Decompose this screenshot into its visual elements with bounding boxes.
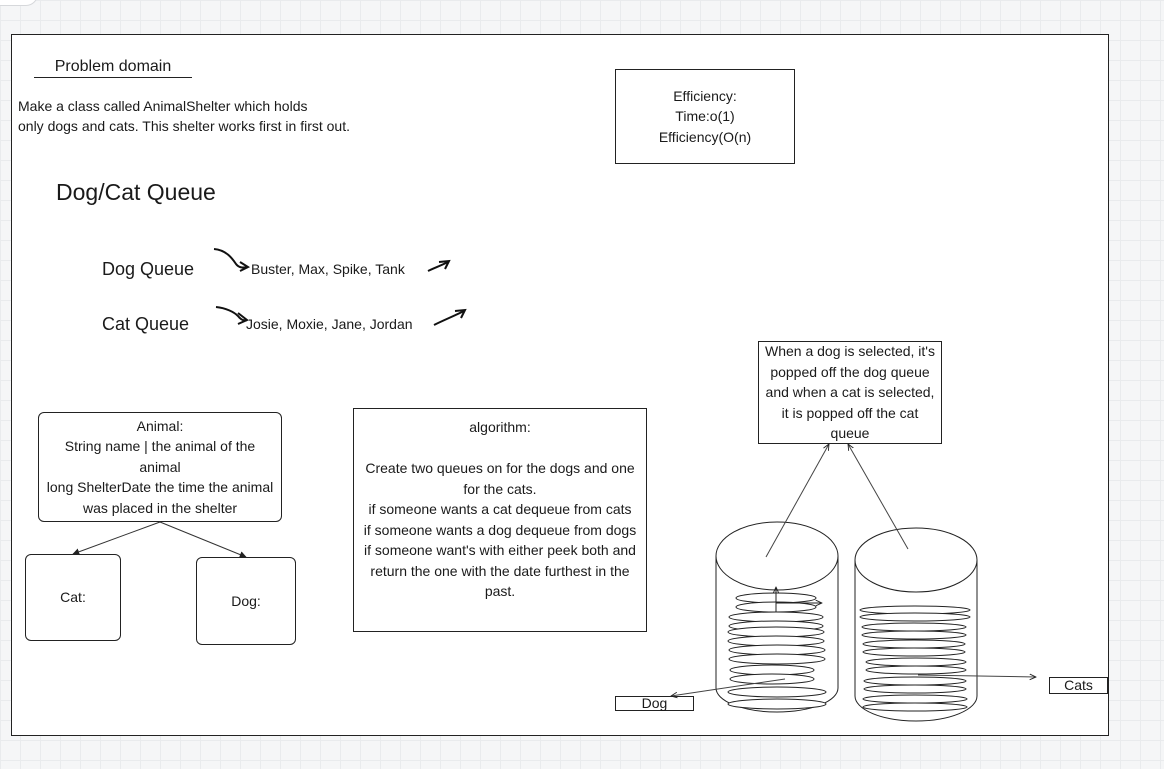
cats-storage-label: Cats: [1049, 677, 1108, 694]
selection-note-box: When a dog is selected, it's popped off …: [758, 341, 942, 444]
animal-class-line: long ShelterDate the time the animal was…: [46, 479, 274, 516]
cat-queue-label: Cat Queue: [102, 314, 190, 334]
algorithm-title: algorithm:: [469, 419, 531, 435]
animal-class-box: Animal: String name | the animal of the …: [38, 412, 282, 522]
algorithm-step: if someone want's with either peek both …: [364, 542, 636, 599]
cat-queue-items: Josie, Moxie, Jane, Jordan: [246, 316, 413, 332]
problem-domain-description: Make a class called AnimalShelter which …: [18, 96, 398, 136]
queue-section-title: Dog/Cat Queue: [56, 179, 216, 205]
dog-storage-label: Dog: [615, 696, 694, 711]
animal-class-line: Animal:: [136, 417, 184, 434]
algorithm-step: Create two queues on for the dogs and on…: [365, 460, 635, 497]
algorithm-box: algorithm: Create two queues on for the …: [353, 408, 647, 632]
dog-class-box: Dog:: [196, 557, 296, 645]
dog-queue-items: Buster, Max, Spike, Tank: [251, 261, 405, 277]
algorithm-step: if someone wants a dog dequeue from dogs: [363, 521, 637, 538]
efficiency-line: Efficiency(O(n): [658, 128, 752, 145]
dog-queue-label: Dog Queue: [102, 259, 195, 279]
description-line: only dogs and cats. This shelter works f…: [18, 118, 350, 134]
problem-domain-title: Problem domain: [34, 58, 192, 78]
algorithm-step: if someone wants a cat dequeue from cats: [368, 501, 632, 517]
cat-class-box: Cat:: [25, 554, 121, 641]
efficiency-line: Time:o(1): [675, 108, 735, 125]
description-line: Make a class called AnimalShelter which …: [18, 98, 308, 114]
efficiency-box: Efficiency: Time:o(1) Efficiency(O(n): [615, 69, 795, 164]
animal-class-line: String name | the animal of the animal: [64, 438, 256, 475]
efficiency-line: Efficiency:: [673, 87, 737, 104]
